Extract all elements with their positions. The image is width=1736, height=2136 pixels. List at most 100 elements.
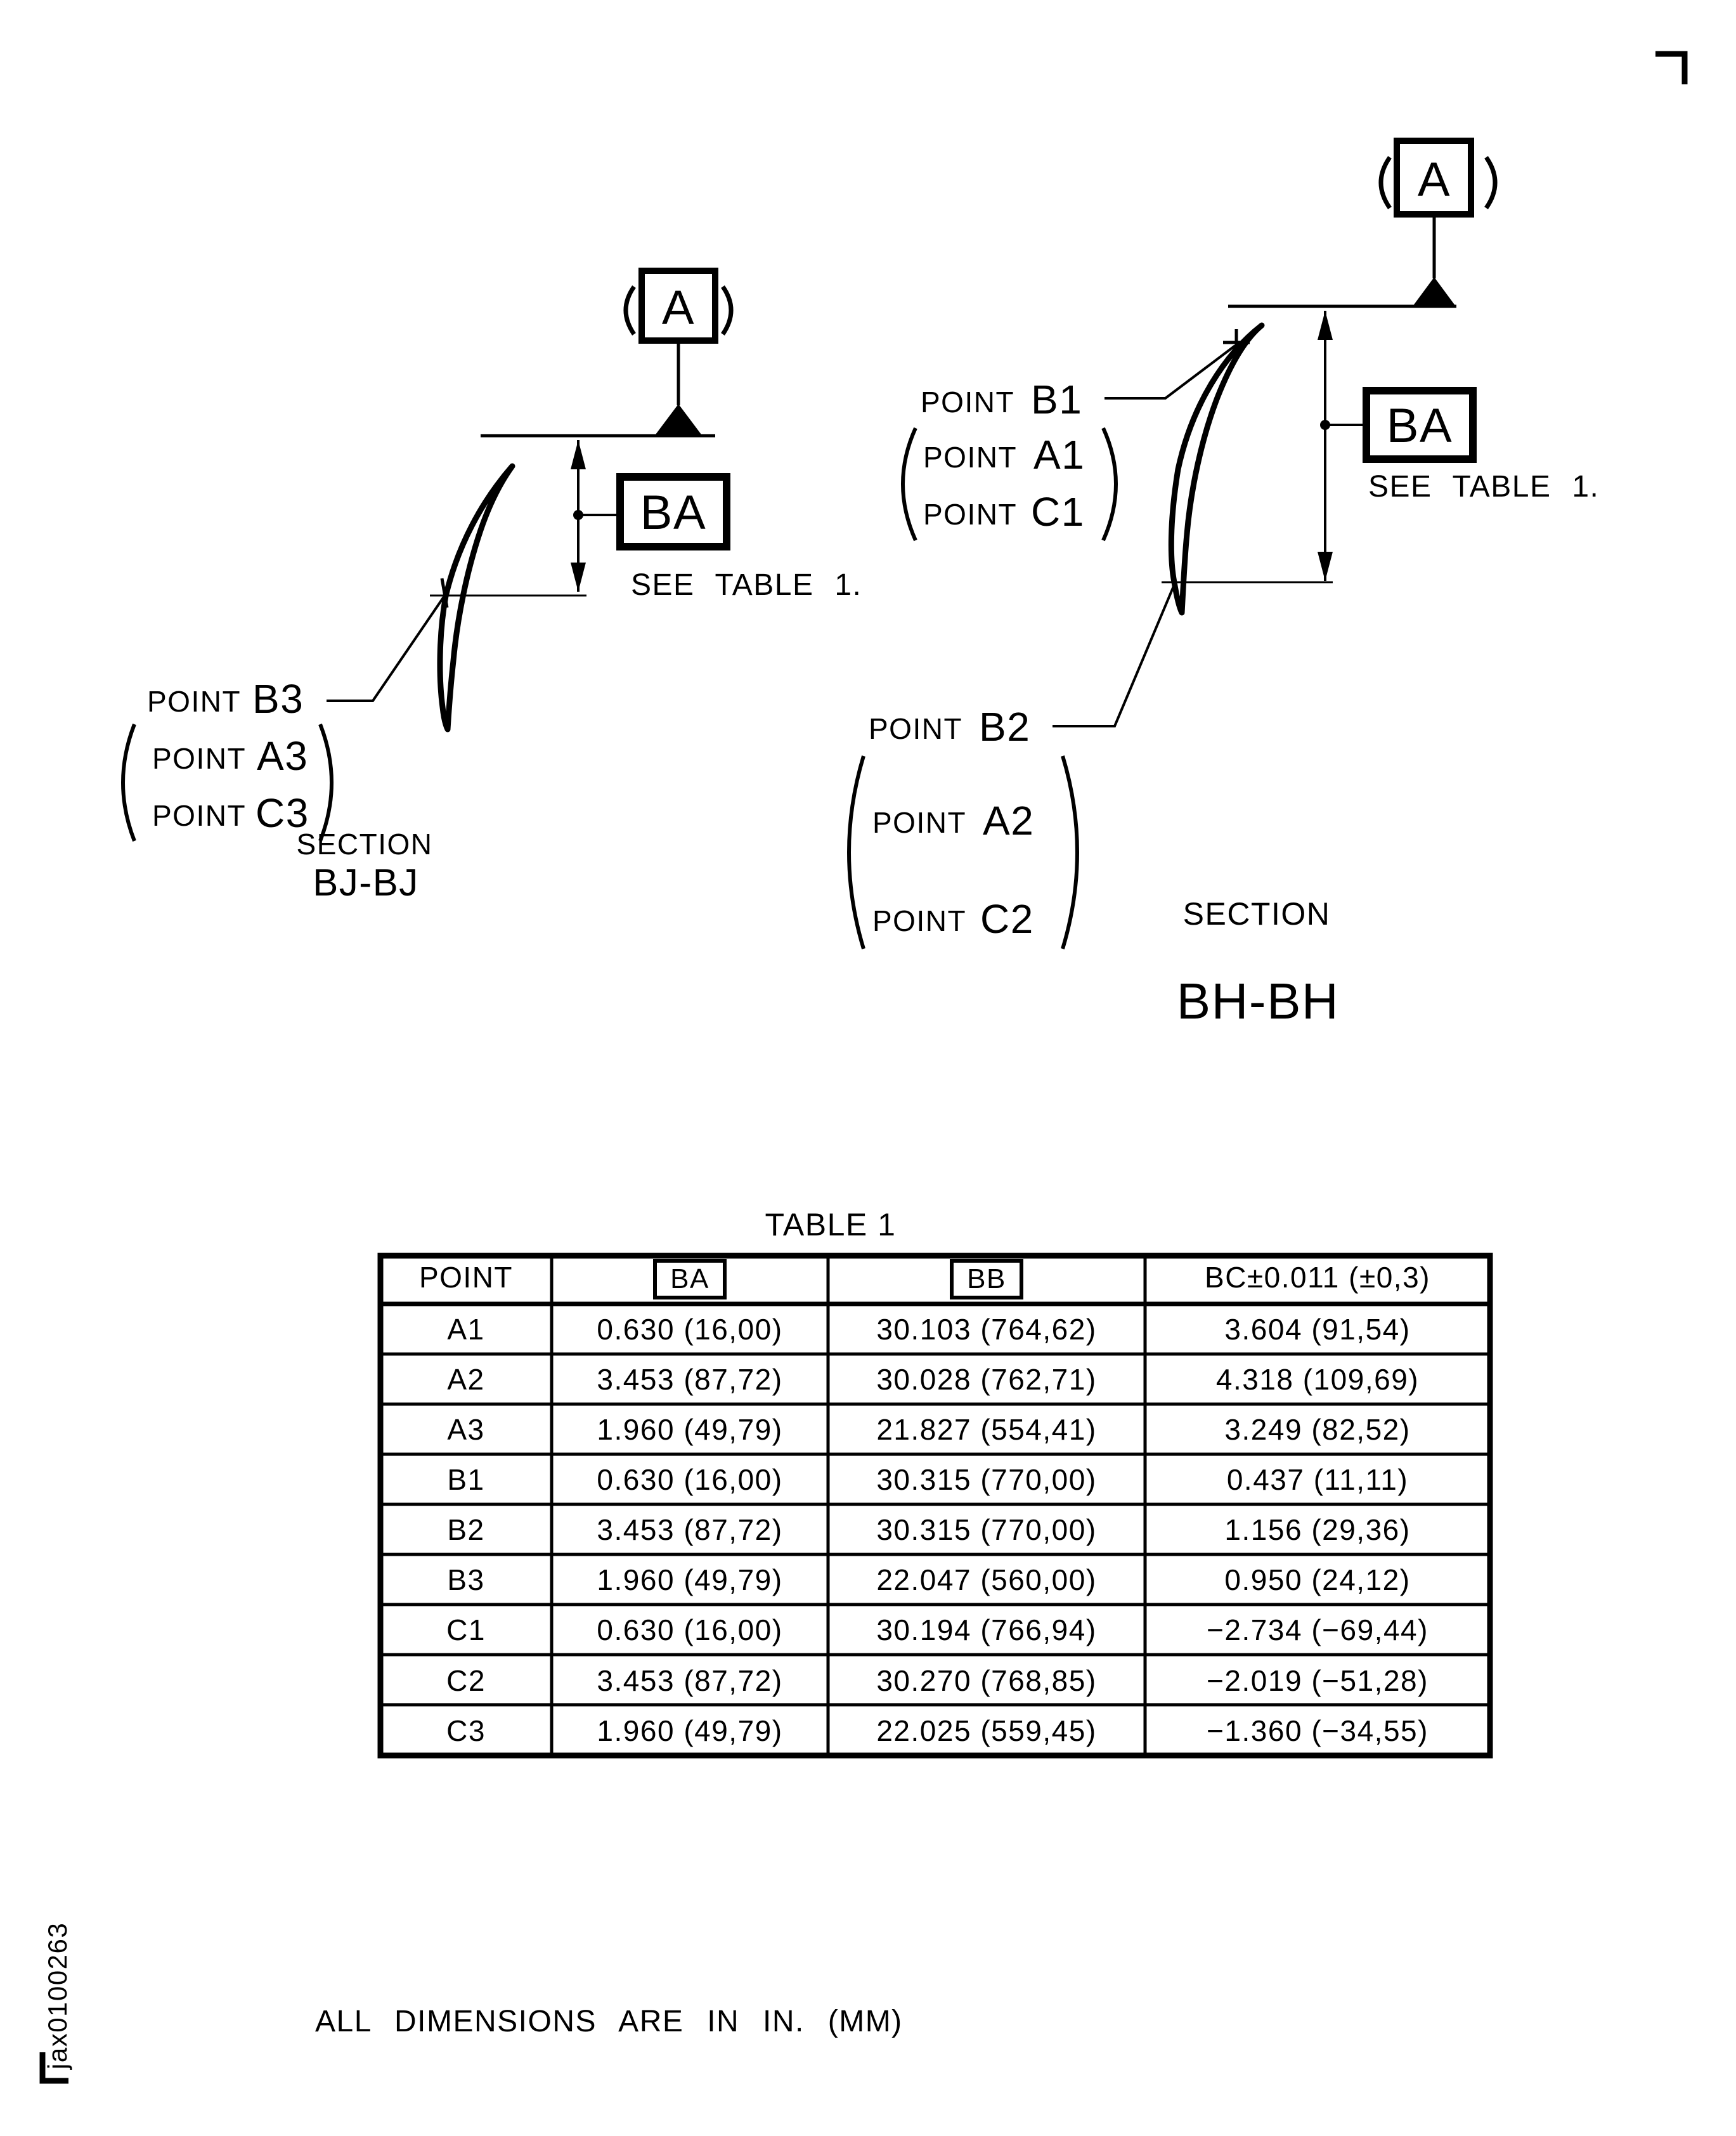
table-row: A1 0.630 (16,00) 30.103 (764,62) 3.604 (… <box>447 1313 1410 1346</box>
cell-bb: 22.025 (559,45) <box>876 1714 1096 1747</box>
cell-bb: 30.103 (764,62) <box>876 1313 1096 1346</box>
point-id-c2: C2 <box>980 896 1034 942</box>
document-id: jax0100263 <box>42 1922 72 2071</box>
cell-bc: 1.156 (29,36) <box>1224 1513 1410 1546</box>
datum-label: A <box>1418 153 1451 207</box>
cell-bc: −2.019 (−51,28) <box>1207 1664 1428 1697</box>
point-prefix: POINT <box>872 806 966 839</box>
group-close-paren-icon <box>1101 427 1118 542</box>
point-id-b1: B1 <box>1031 377 1082 422</box>
cell-point: C2 <box>446 1664 486 1697</box>
airfoil-profile-bh <box>1168 322 1265 616</box>
cell-bb: 30.315 (770,00) <box>876 1463 1096 1496</box>
group-close-paren-icon <box>1061 755 1079 949</box>
cell-point: A3 <box>447 1413 484 1446</box>
cell-bc: 3.604 (91,54) <box>1224 1313 1410 1346</box>
cell-bb: 30.028 (762,71) <box>876 1363 1096 1396</box>
group-open-paren-icon <box>901 427 917 542</box>
cell-ba: 3.453 (87,72) <box>597 1513 782 1546</box>
table-row: A2 3.453 (87,72) 30.028 (762,71) 4.318 (… <box>447 1363 1418 1396</box>
table-header-row: POINT BA BB BC±0.011 (±0,3) <box>419 1259 1430 1299</box>
open-paren-icon <box>623 285 636 335</box>
point-id-a2: A2 <box>983 798 1034 843</box>
table-row: C1 0.630 (16,00) 30.194 (766,94) −2.734 … <box>446 1613 1427 1646</box>
header-ba: BA <box>670 1263 709 1294</box>
close-paren-icon <box>721 285 734 335</box>
cell-point: B1 <box>447 1463 484 1496</box>
point-prefix: POINT <box>923 498 1017 531</box>
section-word: SECTION <box>297 828 433 861</box>
group-open-paren-icon <box>847 755 865 949</box>
table-row: B3 1.960 (49,79) 22.047 (560,00) 0.950 (… <box>447 1563 1410 1596</box>
see-table-note: SEE TABLE 1. <box>631 568 862 602</box>
cell-ba: 1.960 (49,79) <box>597 1563 782 1596</box>
cell-ba: 1.960 (49,79) <box>597 1714 782 1747</box>
table-row: A3 1.960 (49,79) 21.827 (554,41) 3.249 (… <box>447 1413 1410 1446</box>
header-bb-frame <box>950 1259 1023 1299</box>
point-id-c3: C3 <box>256 790 309 836</box>
cell-ba: 3.453 (87,72) <box>597 1363 782 1396</box>
dimension-frame <box>1363 387 1477 463</box>
dimension-label: BA <box>1387 399 1453 453</box>
datum-triangle-icon <box>656 404 701 434</box>
cell-ba: 3.453 (87,72) <box>597 1664 782 1697</box>
close-paren-icon <box>1484 155 1498 210</box>
group-open-paren-icon <box>121 723 136 842</box>
cell-bb: 30.194 (766,94) <box>876 1613 1096 1646</box>
point-prefix: POINT <box>147 685 241 718</box>
header-ba-frame <box>653 1259 727 1299</box>
cell-point: A1 <box>447 1313 484 1346</box>
datum-label: A <box>662 281 695 335</box>
section-word: SECTION <box>1183 896 1331 932</box>
arrow-up-icon <box>1318 311 1333 340</box>
point-id-a3: A3 <box>257 733 308 779</box>
point-prefix: POINT <box>869 712 962 745</box>
corner-mark-bottom-left <box>39 2052 68 2084</box>
header-bc: BC±0.011 (±0,3) <box>1205 1261 1430 1294</box>
cell-ba: 0.630 (16,00) <box>597 1613 782 1646</box>
dimensions-note: ALL DIMENSIONS ARE IN IN. (MM) <box>315 2005 903 2038</box>
cell-bb: 30.315 (770,00) <box>876 1513 1096 1546</box>
callout-leader-b1 <box>1104 344 1236 400</box>
cell-bb: 21.827 (554,41) <box>876 1413 1096 1446</box>
point-id-a1: A1 <box>1033 432 1085 478</box>
section-view-bh: A BA SEE TABLE 1. POINT B1 POINT A1 POIN… <box>847 138 1598 1029</box>
point-prefix: POINT <box>921 386 1014 419</box>
cell-ba: 0.630 (16,00) <box>597 1463 782 1496</box>
section-view-bj: A BA SEE TABLE 1. POINT B3 POINT A3 POIN… <box>121 268 862 904</box>
cell-bc: −1.360 (−34,55) <box>1207 1714 1428 1747</box>
dimension-frame <box>616 473 730 550</box>
open-paren-icon <box>1378 155 1392 210</box>
cell-bc: 0.950 (24,12) <box>1224 1563 1410 1596</box>
section-name-bj: BJ-BJ <box>313 861 419 904</box>
callout-leader-b2 <box>1053 584 1176 727</box>
table-row: B1 0.630 (16,00) 30.315 (770,00) 0.437 (… <box>447 1463 1408 1496</box>
cell-point: C3 <box>446 1714 486 1747</box>
header-bb: BB <box>967 1263 1006 1294</box>
cell-point: B2 <box>447 1513 484 1546</box>
table-1: TABLE 1 POINT BA BB BC±0.011 (±0,3) A1 0… <box>377 1207 1493 1759</box>
dimension-label: BA <box>640 486 706 540</box>
cell-bc: 3.249 (82,52) <box>1224 1413 1410 1446</box>
table-row: C2 3.453 (87,72) 30.270 (768,85) −2.019 … <box>446 1664 1428 1697</box>
cell-ba: 0.630 (16,00) <box>597 1313 782 1346</box>
point-id-b3: B3 <box>252 676 304 722</box>
cell-bb: 30.270 (768,85) <box>876 1664 1096 1697</box>
cell-ba: 1.960 (49,79) <box>597 1413 782 1446</box>
point-tick-b2 <box>1170 568 1178 597</box>
table-title: TABLE 1 <box>765 1207 897 1242</box>
cell-point: A2 <box>447 1363 484 1396</box>
arrow-up-icon <box>571 440 586 469</box>
group-close-paren-icon <box>318 723 334 842</box>
table-row: B2 3.453 (87,72) 30.315 (770,00) 1.156 (… <box>447 1513 1410 1546</box>
point-prefix: POINT <box>923 441 1017 474</box>
point-id-b2: B2 <box>979 704 1030 750</box>
point-tick-b3 <box>440 578 449 608</box>
section-name-bh: BH-BH <box>1177 973 1339 1029</box>
cell-bc: 0.437 (11,11) <box>1227 1463 1408 1496</box>
point-prefix: POINT <box>152 742 246 775</box>
table-row: C3 1.960 (49,79) 22.025 (559,45) −1.360 … <box>446 1714 1428 1747</box>
point-id-c1: C1 <box>1031 489 1085 535</box>
